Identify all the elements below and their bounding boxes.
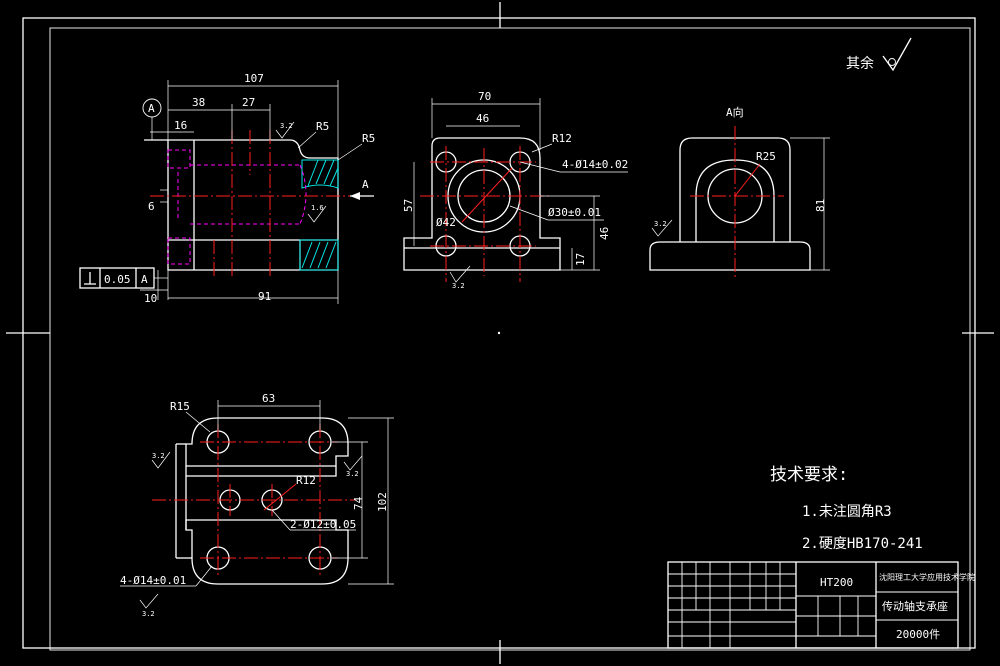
perpendicularity-icon	[84, 272, 96, 285]
dim-91: 91	[258, 290, 271, 303]
dim-107: 107	[244, 72, 264, 85]
roughness-symbol-bottom: 3.2	[139, 593, 159, 618]
svg-text:3.2: 3.2	[346, 470, 359, 478]
svg-text:1.6: 1.6	[311, 204, 324, 212]
title-block-school: 沈阳理工大学应用技术学院	[879, 572, 975, 582]
title-block-part-name: 传动轴支承座	[882, 599, 948, 613]
roughness-symbol-bottom-right: 3.2	[343, 455, 363, 478]
label-r12-bottom: R12	[296, 474, 316, 487]
svg-text:3.2: 3.2	[452, 282, 465, 290]
roughness-check-icon	[882, 37, 912, 72]
a-view-base	[649, 241, 811, 271]
dim-70: 70	[478, 90, 491, 103]
side-outline	[403, 137, 561, 271]
dim-17: 17	[574, 253, 587, 266]
datum-a-label: A	[148, 102, 155, 115]
a-direction-view: A向 R25 81 3.2	[649, 105, 830, 280]
label-bore-d30: Ø30±0.01	[548, 206, 601, 219]
technical-requirements: 技术要求: 1.未注圆角R3 2.硬度HB170-241	[770, 465, 923, 552]
dim-6: 6	[148, 200, 155, 213]
dim-46-vertical: 46	[598, 227, 611, 240]
dim-63: 63	[262, 392, 275, 405]
dim-27: 27	[242, 96, 255, 109]
dim-81: 81	[814, 199, 827, 212]
dim-74: 74	[352, 496, 365, 510]
roughness-symbol-inner: 1.6	[307, 204, 327, 223]
side-view: 70 46 57 46 17 R12 4-Ø14±0.02 Ø30±0.01 Ø…	[402, 90, 628, 290]
label-pins-2-d12: 2-Ø12±0.05	[290, 518, 356, 531]
label-holes-4-d14: 4-Ø14±0.02	[562, 158, 628, 171]
label-r25: R25	[756, 150, 776, 163]
dim-10: 10	[144, 292, 157, 305]
bottom-view: 63 74 102 R15 R12 2-Ø12±0.05 4-Ø14±0.01 …	[120, 392, 394, 618]
roughness-symbol-bottom-left: 3.2	[151, 451, 171, 469]
corner-roughness-mark: 其余	[846, 37, 912, 72]
notes-title: 技术要求:	[770, 465, 848, 485]
view-arrow-a-label: A	[362, 178, 369, 191]
title-block-quantity: 20000件	[896, 628, 940, 641]
a-view-title: A向	[726, 105, 744, 119]
roughness-symbol-a-view: 3.2	[651, 219, 673, 237]
svg-text:3.2: 3.2	[280, 122, 293, 130]
title-block-material: HT200	[820, 576, 853, 589]
title-block: HT200 沈阳理工大学应用技术学院 传动轴支承座 20000件	[667, 561, 975, 649]
label-holes-4-d14-bottom: 4-Ø14±0.01	[120, 574, 186, 587]
roughness-symbol-side: 3.2	[449, 265, 471, 290]
label-r12: R12	[552, 132, 572, 145]
dim-38: 38	[192, 96, 205, 109]
tolerance-frame: 0.05 A	[79, 267, 168, 289]
corner-mark-text: 其余	[846, 55, 874, 72]
note-item-1: 1.未注圆角R3	[802, 504, 892, 520]
svg-text:3.2: 3.2	[142, 610, 155, 618]
label-r15: R15	[170, 400, 190, 413]
dim-102: 102	[376, 492, 389, 512]
svg-text:3.2: 3.2	[152, 452, 165, 460]
drawing-frame	[6, 2, 994, 664]
roughness-circle-icon	[888, 58, 896, 66]
note-item-2: 2.硬度HB170-241	[802, 536, 923, 552]
svg-text:3.2: 3.2	[654, 220, 667, 228]
label-r5-top: R5	[316, 120, 329, 133]
dim-57: 57	[402, 199, 415, 212]
roughness-symbol-top: 3.2	[275, 121, 295, 139]
label-outer-d42: Ø42	[436, 216, 456, 229]
bottom-outline-top	[185, 417, 349, 467]
svg-text:0.05: 0.05	[104, 273, 131, 286]
front-outline	[167, 139, 339, 271]
hatch-bottom-right	[299, 239, 339, 271]
front-view: 107 38 27 16 6 10 91 R5 R5 3.2 1.6	[79, 72, 375, 305]
hatch-top-right	[301, 159, 339, 189]
svg-text:A: A	[141, 273, 148, 286]
dim-46: 46	[476, 112, 489, 125]
label-r5-right: R5	[362, 132, 375, 145]
dim-16: 16	[174, 119, 187, 132]
